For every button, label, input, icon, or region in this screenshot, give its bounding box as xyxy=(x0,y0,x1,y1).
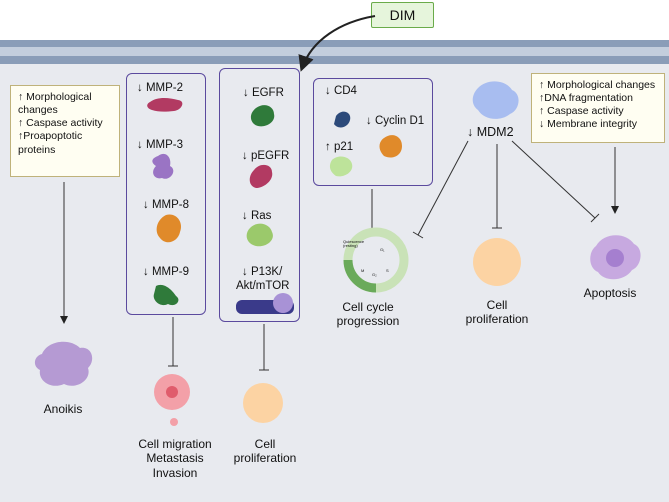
invasion-label: Invasion xyxy=(152,465,198,480)
mmp2-label: ↓ MMP-2 xyxy=(137,82,183,94)
proliferation-right-cluster-icon xyxy=(473,238,521,286)
g2-label: G₂ xyxy=(372,272,377,277)
akt-mtor-label: Akt/mTOR xyxy=(236,280,290,292)
mmp2-protein-icon xyxy=(147,98,183,112)
right-note-box: ↑ Morphological changes ↑DNA fragmentati… xyxy=(531,73,665,143)
membrane-inner-layer xyxy=(0,56,669,64)
left-note-line: ↑Proapoptotic xyxy=(18,130,83,143)
ras-protein-icon xyxy=(246,223,273,247)
migration-cell-nucleus-icon xyxy=(166,386,178,398)
cyclin-d1-label: ↓ Cyclin D1 xyxy=(366,115,425,127)
s-label: S xyxy=(386,268,389,273)
migration-tail-icon xyxy=(170,418,178,426)
dim-label: DIM xyxy=(389,7,416,23)
proliferation-mid-line: proliferation xyxy=(233,451,297,466)
p21-protein-icon xyxy=(329,156,353,177)
dim-label-box: DIM xyxy=(371,2,434,28)
pegfr-protein-icon xyxy=(249,164,273,188)
proliferation-mid-line: Cell xyxy=(254,437,276,451)
mmp8-protein-icon xyxy=(156,214,182,243)
cell-cycle-line: progression xyxy=(336,314,400,329)
pegfr-label: ↓ pEGFR xyxy=(242,150,290,162)
mmp9-protein-icon xyxy=(153,284,179,306)
proliferation-right-label-group: Cell proliferation xyxy=(457,298,537,327)
egfr-label: ↓ EGFR xyxy=(243,87,284,99)
apoptosis-nucleus-icon xyxy=(606,249,624,267)
membrane-middle-layer xyxy=(0,47,669,56)
right-note-line: ↑ Caspase activity xyxy=(539,105,624,118)
mmp3-label: ↓ MMP-3 xyxy=(137,139,183,151)
anoikis-cell-icon xyxy=(34,341,93,386)
left-note-line: ↑ Caspase activity xyxy=(18,117,103,130)
left-note-line: ↑ Morphological xyxy=(18,91,92,103)
mmp-panel xyxy=(126,73,206,315)
mmp8-label: ↓ MMP-8 xyxy=(143,199,189,211)
anoikis-label: Anoikis xyxy=(43,402,83,416)
akt-complex-icon xyxy=(273,293,293,313)
migration-label-group: Cell migration Metastasis Invasion xyxy=(130,437,220,480)
ras-label: ↓ Ras xyxy=(242,210,272,222)
right-note-line: ↑DNA fragmentation xyxy=(539,92,633,105)
left-note-box: ↑ Morphological changes ↑ Caspase activi… xyxy=(10,85,120,177)
dim-arrow xyxy=(298,15,376,72)
migration-label: Cell migration xyxy=(138,437,212,451)
cd4-protein-icon xyxy=(334,111,351,128)
cd4-panel xyxy=(313,78,433,186)
mdm2-to-apoptosis-bar xyxy=(590,213,600,223)
proliferation-right-line: Cell xyxy=(486,298,508,312)
proliferation-mid-label-group: Cell proliferation xyxy=(225,437,305,466)
g1-label: G₁ xyxy=(380,247,385,252)
apoptosis-label: Apoptosis xyxy=(583,286,637,300)
left-note-line: proteins xyxy=(18,143,56,156)
right-note-line: ↑ Morphological changes xyxy=(539,79,656,91)
proliferation-right-line: proliferation xyxy=(465,312,529,327)
mmp3-protein-icon xyxy=(152,153,174,179)
mdm2-label: ↓ MDM2 xyxy=(467,125,514,139)
mmp9-label: ↓ MMP-9 xyxy=(143,266,189,278)
right-note-line: ↓ Membrane integrity xyxy=(539,118,638,131)
quiescence-label-group: Quiescence (resting) xyxy=(343,239,365,249)
pi3k-label: ↓ P13K/ xyxy=(242,266,283,278)
left-note-line: changes xyxy=(18,104,58,117)
cell-cycle-line: Cell cycle xyxy=(342,300,394,314)
resting-label: (resting) xyxy=(343,243,358,249)
egfr-protein-icon xyxy=(250,105,275,127)
cd4-label: ↓ CD4 xyxy=(325,85,357,97)
mdm2-to-apoptosis-line xyxy=(511,140,596,219)
m-label: M xyxy=(361,268,365,273)
mdm2-protein-icon xyxy=(472,81,519,119)
quiescence-label: Quiescence xyxy=(343,239,365,244)
p21-label: ↑ p21 xyxy=(325,141,354,153)
cell-cycle-segment-icon xyxy=(343,259,377,293)
mdm2-to-cycle-line xyxy=(417,140,469,236)
cell-cycle-label-group: Cell cycle progression xyxy=(328,300,408,329)
metastasis-label: Metastasis xyxy=(146,451,204,466)
egfr-panel xyxy=(219,68,300,322)
mdm2-to-cycle-bar xyxy=(412,231,424,239)
proliferation-mid-cluster-icon xyxy=(243,383,283,423)
cyclin-d1-protein-icon xyxy=(379,135,402,158)
membrane-outer-layer xyxy=(0,40,669,47)
